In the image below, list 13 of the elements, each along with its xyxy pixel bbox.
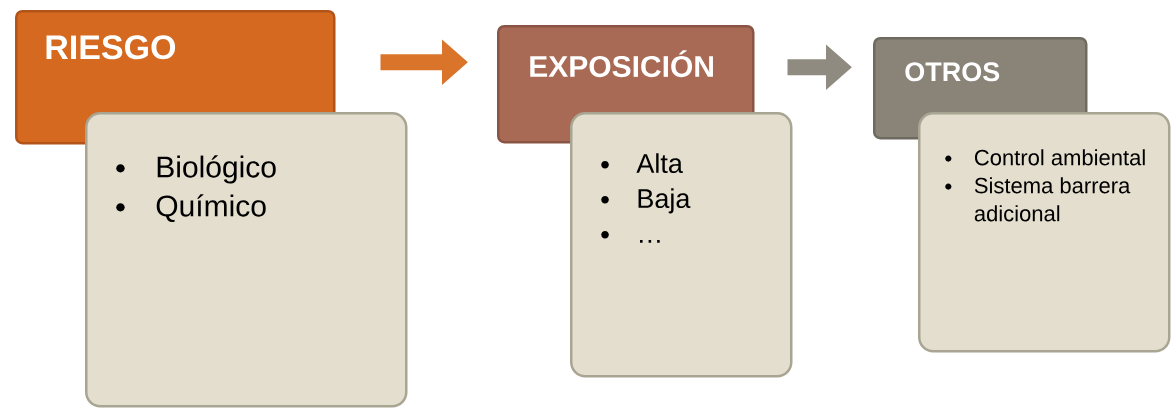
text-card bbox=[918, 112, 1171, 353]
bullet-item: Biológico bbox=[157, 155, 276, 184]
text-card bbox=[85, 112, 408, 408]
bullet-item: Control ambiental bbox=[974, 149, 1145, 166]
bullet-item: Baja bbox=[638, 188, 691, 214]
bullet-item: Alta bbox=[636, 153, 683, 174]
heading: OTROS bbox=[905, 62, 1000, 82]
heading: RIESGO bbox=[46, 35, 176, 60]
text-card bbox=[570, 112, 793, 378]
heading: EXPOSICIÓN bbox=[530, 50, 713, 78]
bullet-item: Sistema barrera adicional bbox=[974, 177, 1131, 222]
bullet-item: Químico bbox=[156, 194, 266, 222]
bullet-item: … bbox=[640, 239, 660, 243]
